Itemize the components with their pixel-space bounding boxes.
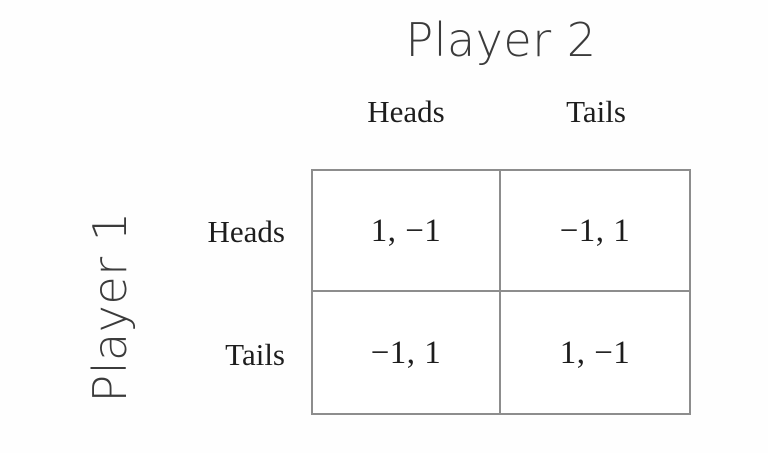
column-header-heads: Heads [367, 94, 445, 129]
payoff-cell-tails-heads: −1, 1 [313, 292, 501, 413]
row-header-heads: Heads [207, 214, 285, 249]
payoff-matrix-grid: 1, −1 −1, 1 −1, 1 1, −1 [311, 169, 691, 415]
column-player-title: Player 2 [405, 13, 597, 67]
column-header-tails: Tails [566, 94, 626, 129]
payoff-cell-heads-heads: 1, −1 [313, 171, 501, 292]
row-header-tails: Tails [225, 337, 285, 372]
payoff-cell-tails-tails: 1, −1 [559, 334, 631, 371]
payoff-cell-heads-tails: −1, 1 [501, 171, 689, 292]
